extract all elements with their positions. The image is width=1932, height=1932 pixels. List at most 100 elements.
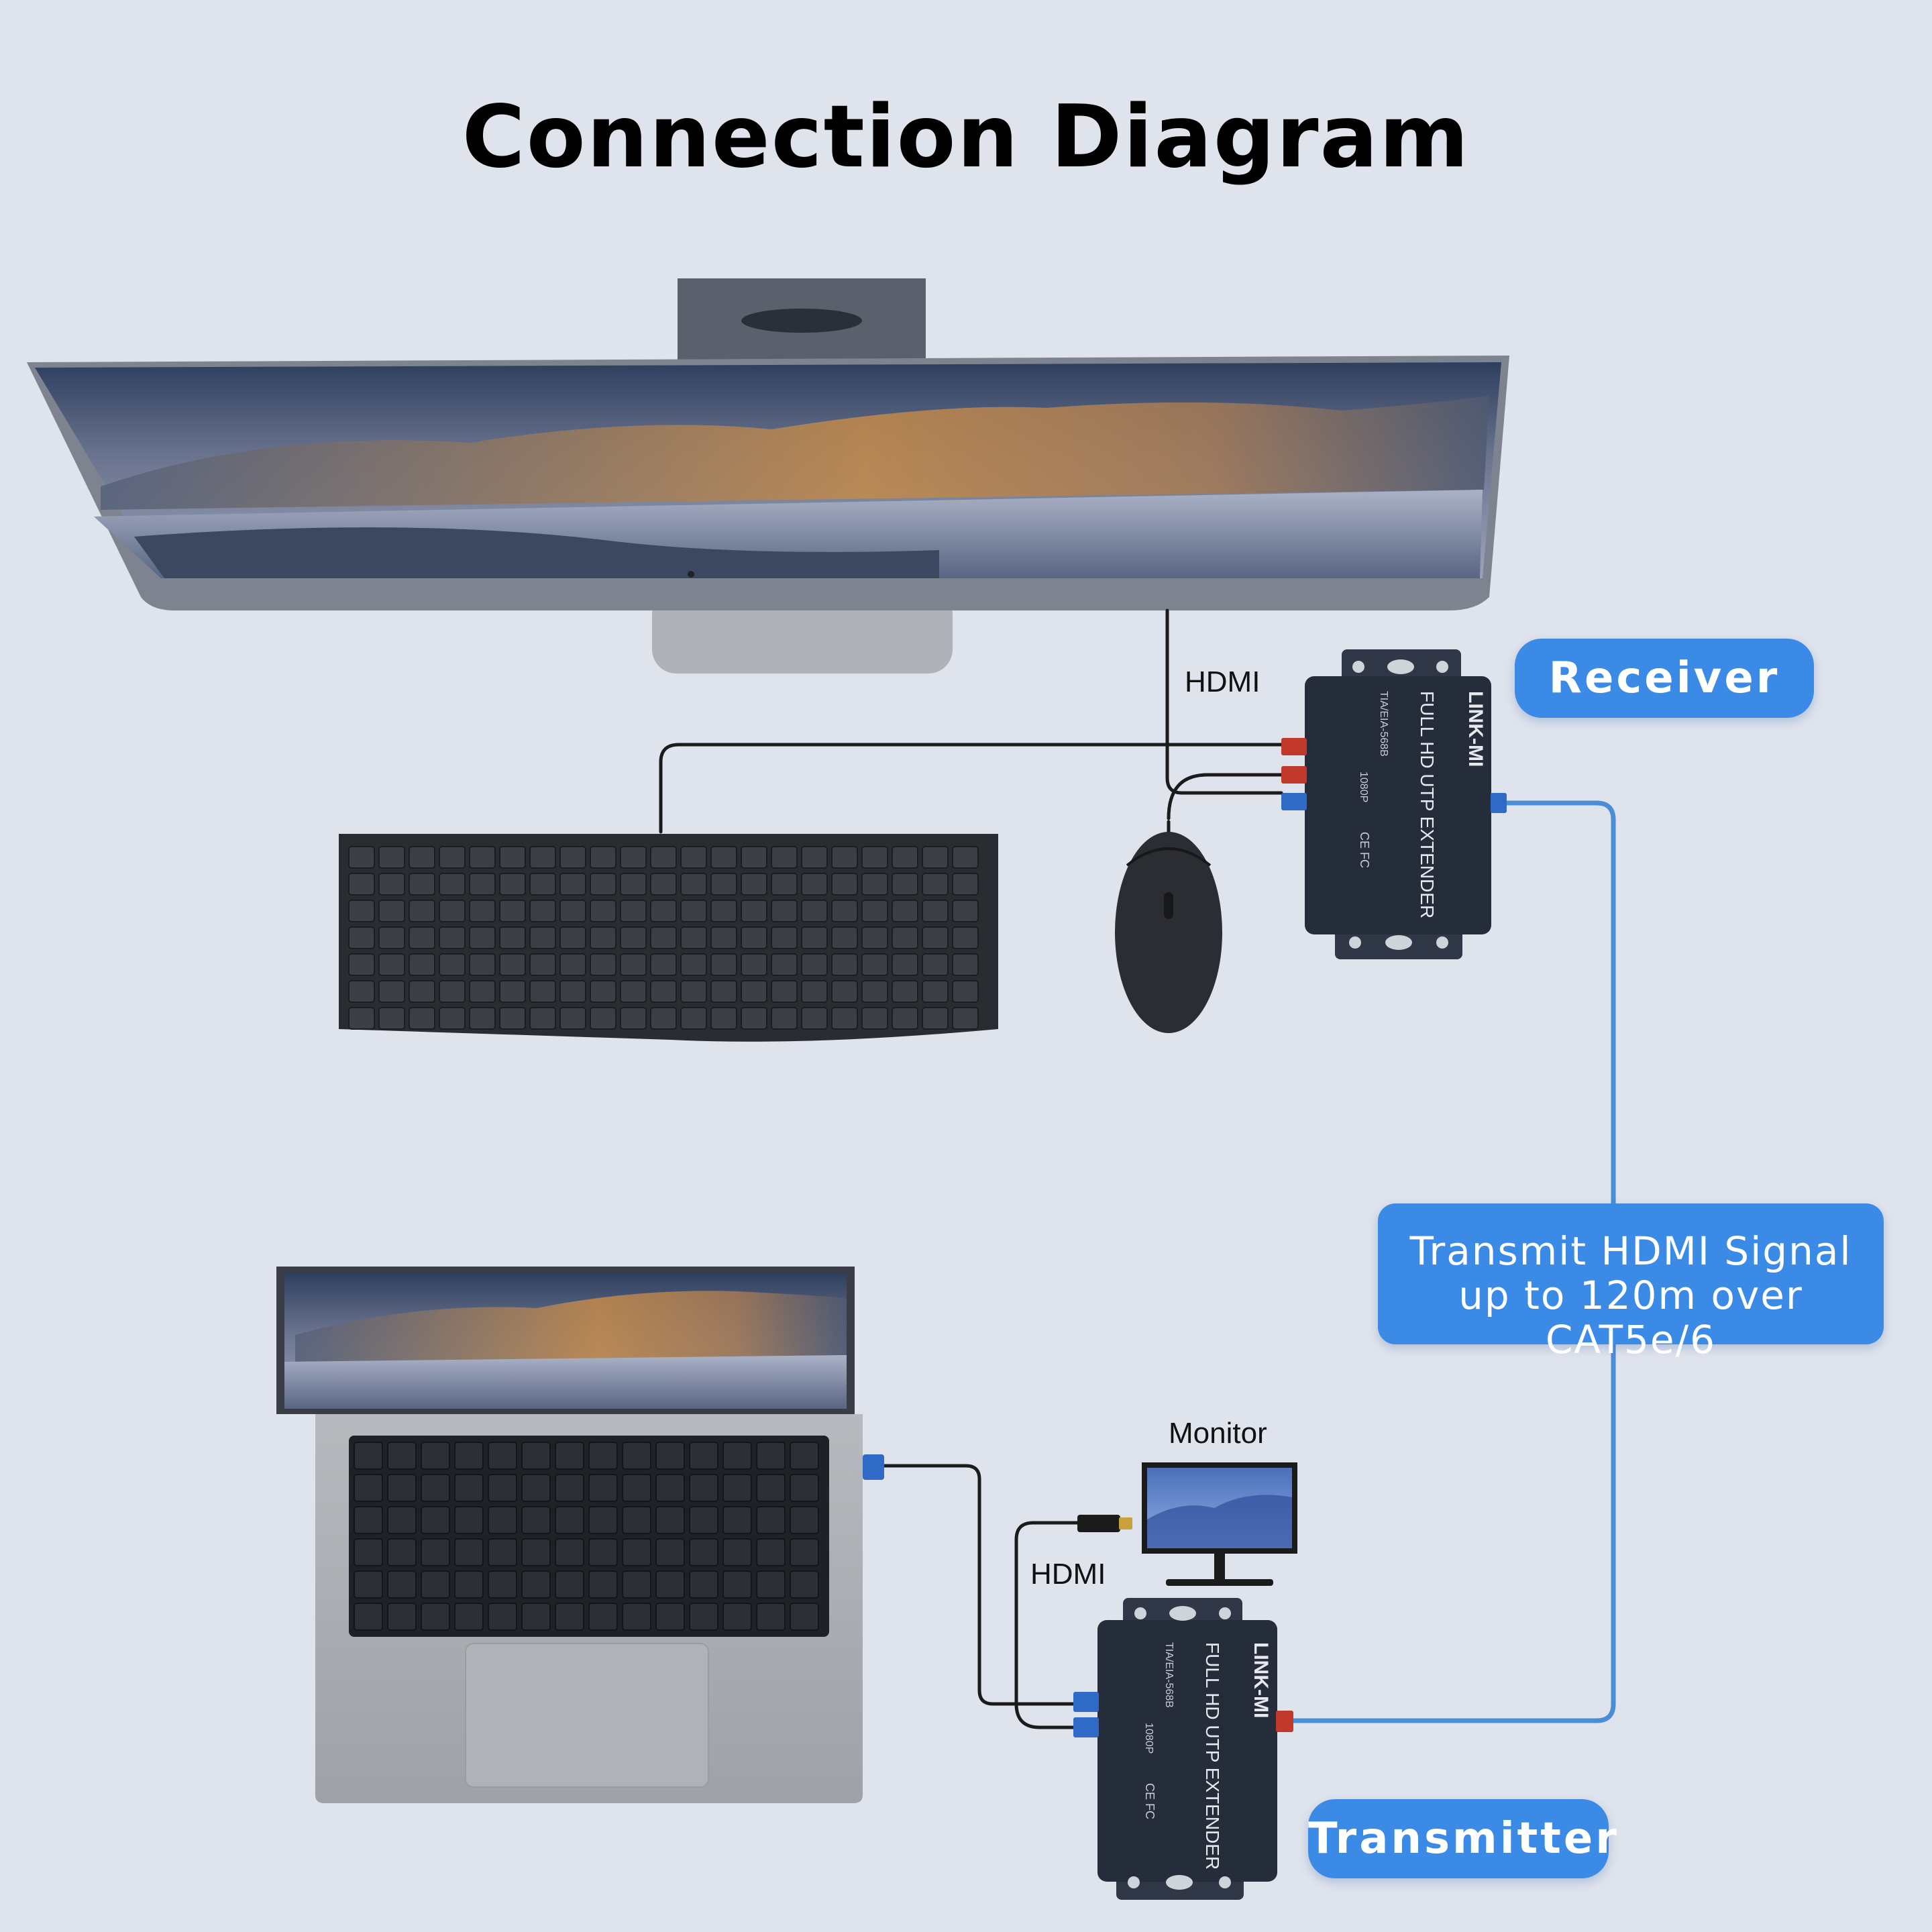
keycap bbox=[421, 1603, 450, 1631]
keycap bbox=[952, 1007, 979, 1030]
transmitter-device: LINK-MI FULL HD UTP EXTENDER TIA/EIA-568… bbox=[1073, 1598, 1293, 1900]
keycap bbox=[378, 953, 405, 976]
transmitter-label: Transmitter bbox=[1308, 1799, 1617, 1878]
keycap bbox=[892, 900, 918, 922]
keycap bbox=[590, 1007, 616, 1030]
keycap bbox=[454, 1603, 484, 1631]
keycap bbox=[439, 873, 466, 896]
keycap bbox=[588, 1506, 618, 1534]
keycap bbox=[790, 1474, 819, 1502]
keycap bbox=[861, 873, 888, 896]
receiver-resolution: 1080P bbox=[1358, 771, 1369, 802]
keycap bbox=[469, 900, 496, 922]
keycap bbox=[622, 1506, 651, 1534]
keycap bbox=[559, 873, 586, 896]
keycap bbox=[790, 1570, 819, 1599]
keycap bbox=[354, 1474, 383, 1502]
keycap bbox=[387, 1474, 417, 1502]
keycap bbox=[378, 926, 405, 949]
keycap bbox=[555, 1538, 584, 1566]
keycap bbox=[710, 873, 737, 896]
keycap bbox=[922, 846, 949, 869]
laptop bbox=[276, 1267, 863, 1803]
keycap bbox=[861, 846, 888, 869]
keycap bbox=[588, 1603, 618, 1631]
keycap bbox=[421, 1570, 450, 1599]
keycap bbox=[488, 1442, 517, 1470]
keycap bbox=[588, 1442, 618, 1470]
keycap bbox=[488, 1538, 517, 1566]
keycap bbox=[861, 1007, 888, 1030]
keycap bbox=[756, 1442, 786, 1470]
transmitter-cables bbox=[878, 1464, 1082, 1729]
keycap bbox=[469, 846, 496, 869]
keycap bbox=[689, 1474, 718, 1502]
keycap bbox=[469, 953, 496, 976]
keycap bbox=[741, 900, 767, 922]
keycap bbox=[409, 900, 435, 922]
keycap bbox=[722, 1474, 752, 1502]
receiver-marks: CE FC bbox=[1358, 832, 1371, 868]
keycap bbox=[521, 1506, 551, 1534]
transmitter-standard: TIA/EIA-568B bbox=[1163, 1642, 1175, 1708]
tx-rj45-port bbox=[1276, 1711, 1293, 1732]
keycap bbox=[409, 1007, 435, 1030]
keycap bbox=[756, 1506, 786, 1534]
keycap bbox=[590, 980, 616, 1003]
keycap bbox=[555, 1506, 584, 1534]
keycap bbox=[409, 873, 435, 896]
keycap bbox=[680, 846, 707, 869]
keycap bbox=[801, 953, 828, 976]
keycap bbox=[771, 1007, 798, 1030]
transmitter-brand: LINK-MI bbox=[1250, 1642, 1272, 1718]
keycap bbox=[588, 1538, 618, 1566]
keycap bbox=[348, 846, 375, 869]
keycap bbox=[354, 1538, 383, 1566]
keycap bbox=[922, 953, 949, 976]
keycap bbox=[559, 980, 586, 1003]
keycap bbox=[790, 1538, 819, 1566]
keycap bbox=[354, 1442, 383, 1470]
keycap bbox=[529, 926, 556, 949]
keycap bbox=[454, 1570, 484, 1599]
keycap bbox=[555, 1570, 584, 1599]
keycap bbox=[680, 900, 707, 922]
keycap bbox=[655, 1442, 685, 1470]
keycap bbox=[588, 1570, 618, 1599]
keycap bbox=[922, 926, 949, 949]
keycap bbox=[559, 926, 586, 949]
keycap bbox=[499, 900, 526, 922]
keycap bbox=[655, 1538, 685, 1566]
desktop-mouse bbox=[1115, 832, 1222, 1033]
keycap bbox=[454, 1474, 484, 1502]
keycap bbox=[892, 846, 918, 869]
hdmi-label-bottom: HDMI bbox=[1030, 1558, 1106, 1591]
keycap bbox=[559, 846, 586, 869]
keycap bbox=[722, 1506, 752, 1534]
keycap bbox=[499, 846, 526, 869]
keycap bbox=[650, 900, 677, 922]
keycap bbox=[620, 873, 647, 896]
keycap bbox=[439, 1007, 466, 1030]
tx-hdmi-port bbox=[1073, 1717, 1099, 1737]
keycap bbox=[590, 953, 616, 976]
keycap bbox=[354, 1506, 383, 1534]
keycap bbox=[922, 873, 949, 896]
monitor-hdmi-plug bbox=[1077, 1515, 1120, 1532]
keycap bbox=[439, 926, 466, 949]
keycap bbox=[650, 1007, 677, 1030]
keycap bbox=[831, 953, 858, 976]
keycap bbox=[387, 1570, 417, 1599]
keycap bbox=[861, 926, 888, 949]
keycap bbox=[771, 900, 798, 922]
keycap bbox=[555, 1442, 584, 1470]
keycap bbox=[622, 1538, 651, 1566]
keycap bbox=[710, 846, 737, 869]
keycap bbox=[710, 1007, 737, 1030]
keycap bbox=[348, 926, 375, 949]
keycap bbox=[689, 1538, 718, 1566]
keycap bbox=[559, 953, 586, 976]
keycap bbox=[801, 873, 828, 896]
